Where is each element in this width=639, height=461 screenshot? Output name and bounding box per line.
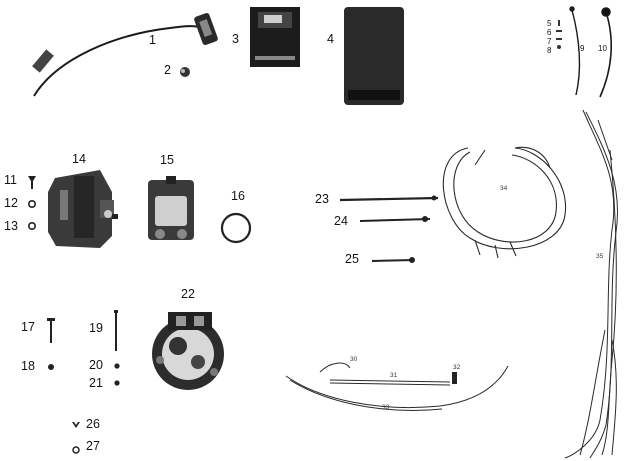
label-13: 13 xyxy=(4,219,18,233)
ring-16-part xyxy=(220,212,252,244)
label-18: 18 xyxy=(21,359,35,373)
label-22: 22 xyxy=(181,287,195,301)
bolt-19 xyxy=(114,310,118,351)
label-2: 2 xyxy=(164,63,171,77)
label-19: 19 xyxy=(89,321,103,335)
label-15: 15 xyxy=(160,153,174,167)
screw-11 xyxy=(28,176,36,189)
label-4: 4 xyxy=(327,32,334,46)
label-11: 11 xyxy=(4,173,17,187)
label-14: 14 xyxy=(72,152,86,166)
ignition-cable-part xyxy=(32,13,218,97)
wire-loop-34 xyxy=(442,146,567,259)
label-10: 10 xyxy=(598,44,607,53)
cable-33 xyxy=(285,365,509,411)
washer-27 xyxy=(72,446,80,454)
cable-31 xyxy=(329,379,451,386)
connector-32 xyxy=(452,372,457,384)
label-33: 33 xyxy=(382,404,390,411)
generator-part xyxy=(48,170,118,248)
label-31: 31 xyxy=(390,372,398,379)
label-24: 24 xyxy=(334,214,348,228)
washer-13 xyxy=(27,222,36,231)
label-9: 9 xyxy=(580,44,585,53)
washer-21 xyxy=(114,380,120,386)
cable-30 xyxy=(319,362,351,373)
label-7: 7 xyxy=(547,37,552,46)
label-20: 20 xyxy=(89,358,103,372)
label-27: 27 xyxy=(86,439,100,453)
label-26: 26 xyxy=(86,417,100,431)
label-21: 21 xyxy=(89,376,103,390)
label-8: 8 xyxy=(547,46,552,55)
small-cap-part xyxy=(180,67,190,77)
rod-23 xyxy=(339,195,439,202)
plate-15-part xyxy=(148,176,194,240)
bolt-17 xyxy=(47,318,55,343)
label-30: 30 xyxy=(350,356,358,363)
washer-20 xyxy=(114,363,120,369)
label-3: 3 xyxy=(232,32,239,46)
distributor-22-part xyxy=(152,312,224,390)
wiring-harness-35 xyxy=(564,109,619,459)
label-5: 5 xyxy=(547,19,552,28)
label-12: 12 xyxy=(4,196,18,210)
label-17: 17 xyxy=(21,320,35,334)
cable-9-part xyxy=(569,6,581,96)
label-34: 34 xyxy=(500,185,508,192)
rod-24 xyxy=(359,216,431,222)
clip-26 xyxy=(72,422,80,428)
cable-10-part xyxy=(599,7,613,98)
label-23: 23 xyxy=(315,192,329,206)
label-6: 6 xyxy=(547,28,552,37)
label-25: 25 xyxy=(345,252,359,266)
label-32: 32 xyxy=(453,364,461,371)
label-16: 16 xyxy=(231,189,245,203)
washer-18 xyxy=(48,364,54,370)
label-1: 1 xyxy=(149,33,156,47)
battery-part xyxy=(344,7,404,105)
washer-12 xyxy=(27,200,36,209)
small-hardware-top-right xyxy=(556,20,562,49)
label-35: 35 xyxy=(596,253,604,260)
control-box-part xyxy=(250,7,300,67)
rod-25 xyxy=(371,257,415,263)
